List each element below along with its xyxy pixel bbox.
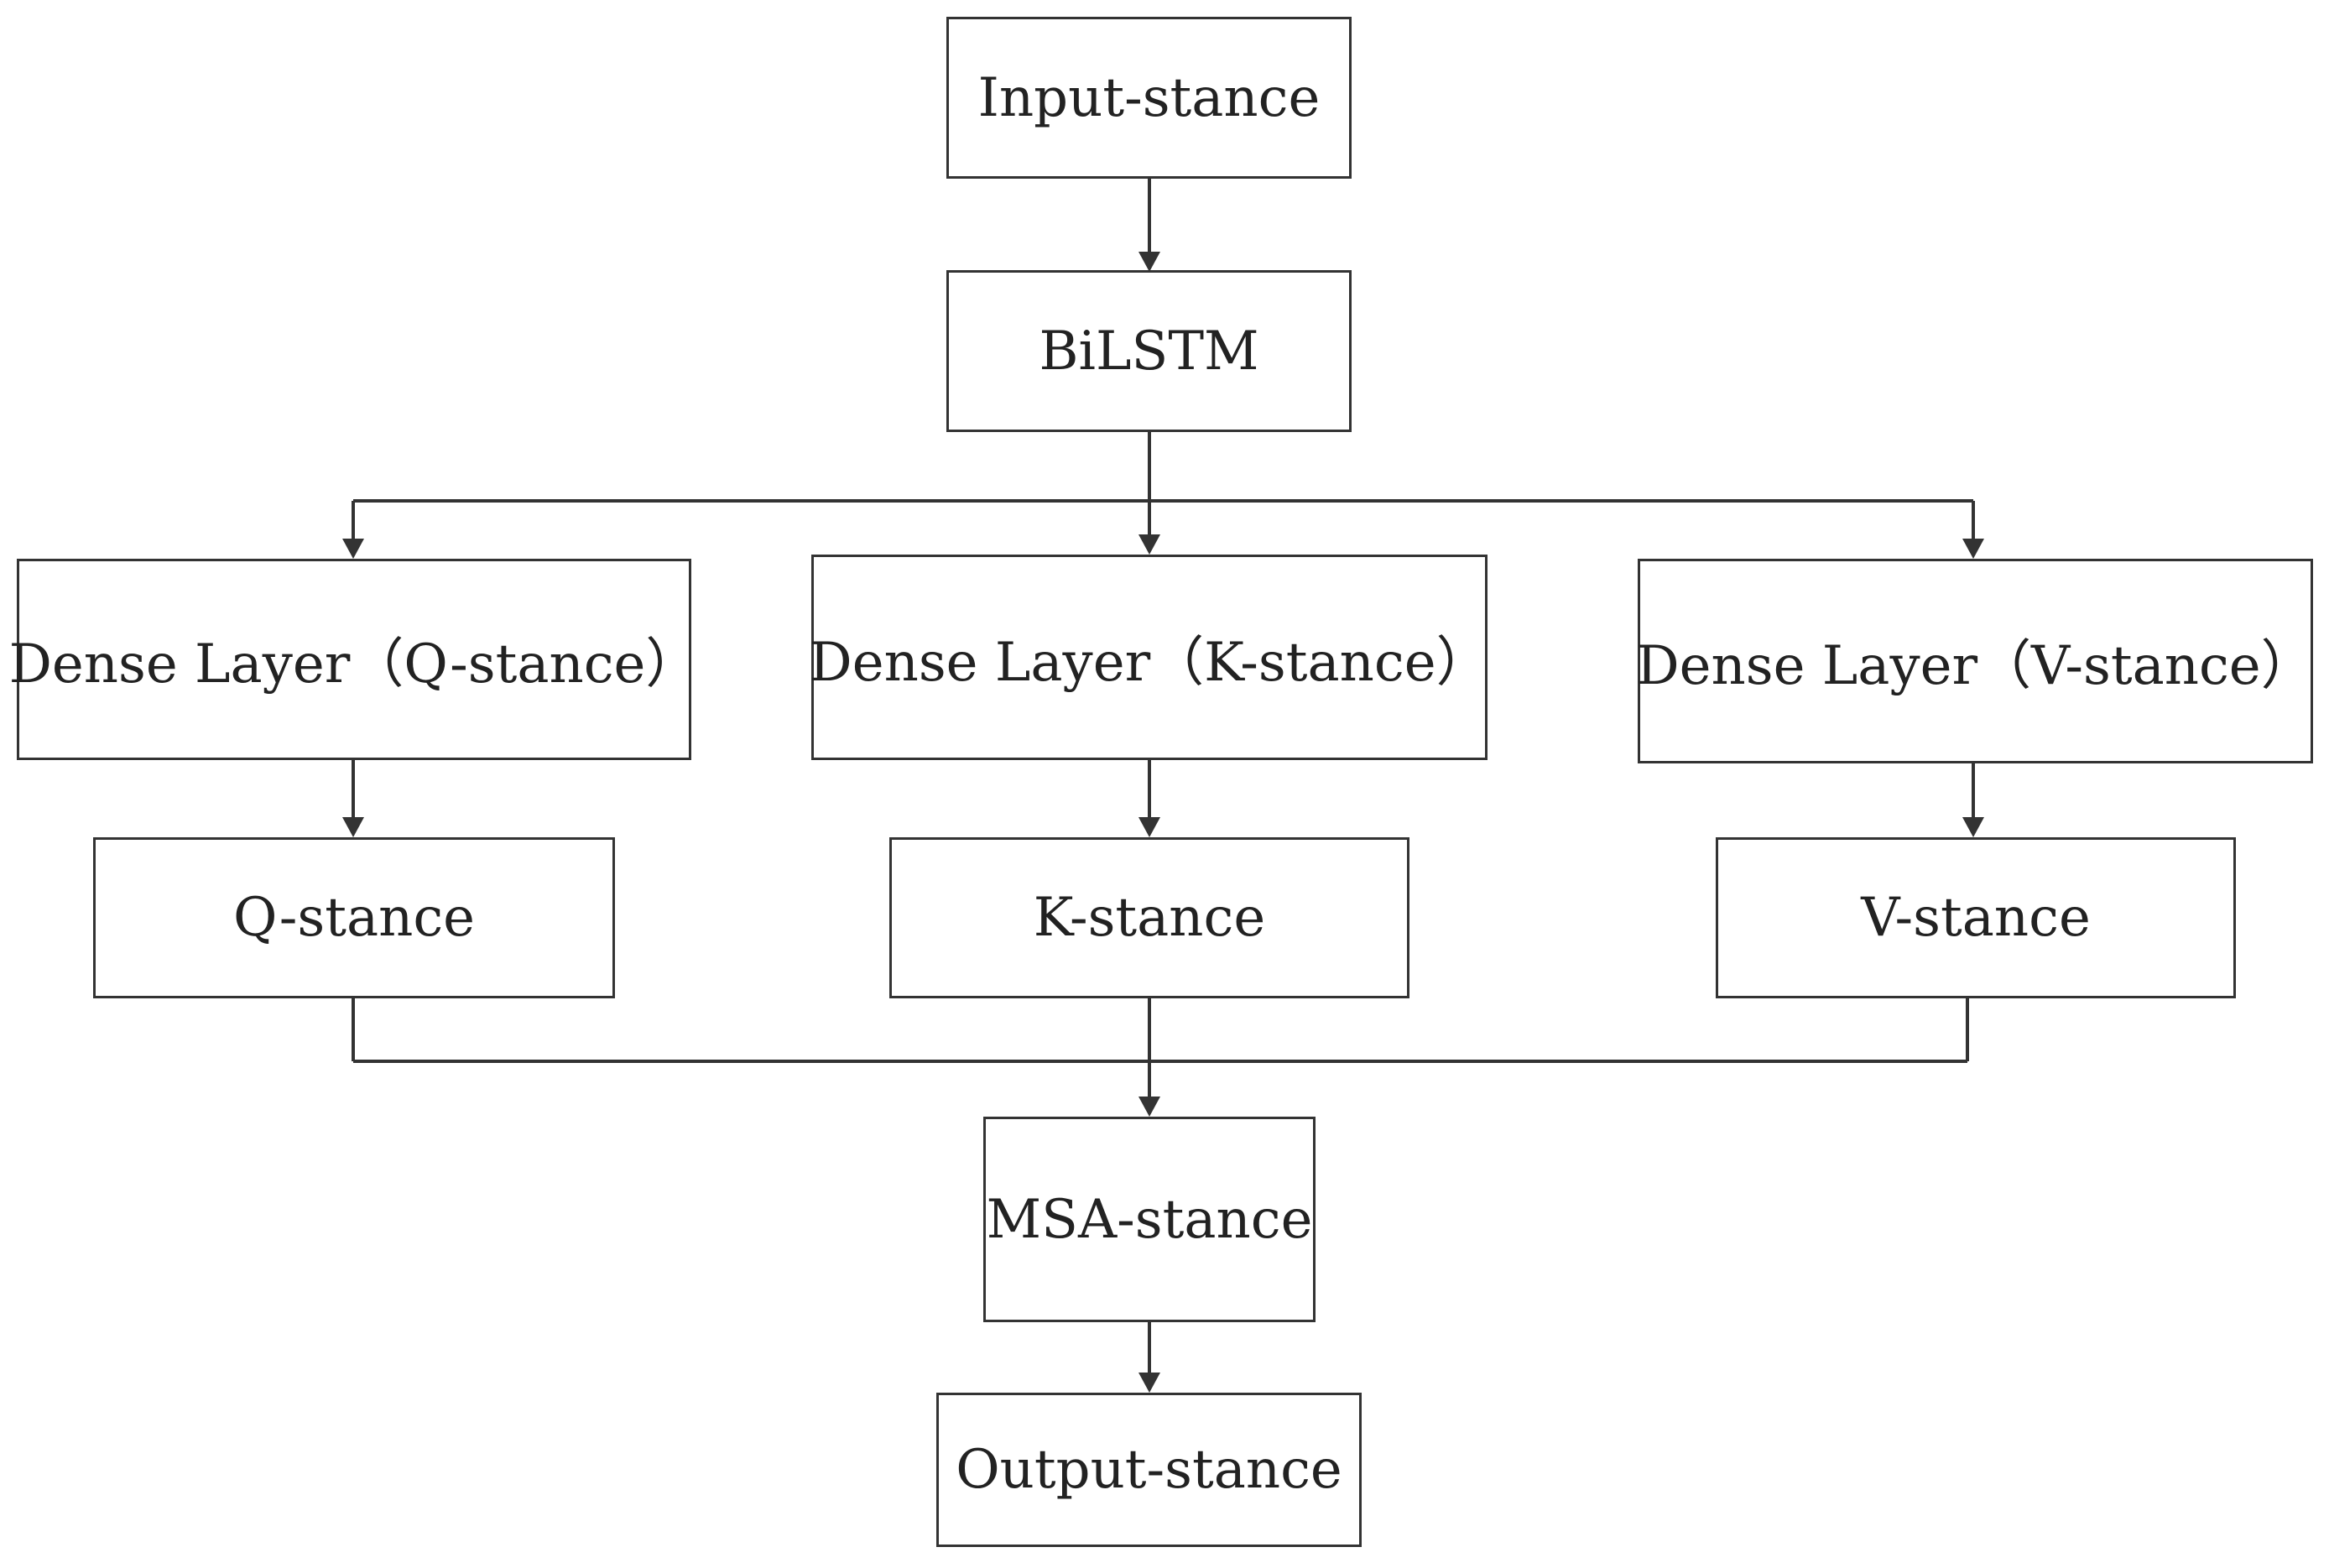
node-label: K-stance [1033, 887, 1266, 949]
node-dense-v: Dense Layer（V-stance） [1636, 559, 2315, 763]
node-dense-q: Dense Layer（Q-stance） [9, 559, 699, 760]
node-label: V-stance [1861, 887, 2091, 949]
node-label: MSA-stance [986, 1188, 1313, 1251]
node-label: Output-stance [956, 1439, 1342, 1501]
node-input-stance: Input-stance [946, 17, 1352, 179]
node-label: Dense Layer（V-stance） [1636, 635, 2315, 697]
node-v-stance: V-stance [1716, 837, 2236, 998]
arrowhead [1962, 817, 1984, 837]
node-dense-k: Dense Layer（K-stance） [809, 555, 1490, 760]
arrowhead [342, 539, 364, 559]
node-label: BiLSTM [1039, 320, 1259, 383]
node-q-stance: Q-stance [93, 837, 615, 998]
node-label: Dense Layer（K-stance） [809, 631, 1490, 694]
node-label: Input-stance [977, 66, 1321, 129]
arrowhead [1962, 539, 1984, 559]
arrowhead [1138, 534, 1160, 555]
node-output-stance: Output-stance [936, 1393, 1362, 1547]
arrowhead [1138, 252, 1160, 272]
arrowhead [1138, 1097, 1160, 1117]
node-label: Q-stance [232, 887, 476, 949]
arrowhead [342, 817, 364, 837]
node-k-stance: K-stance [889, 837, 1409, 998]
node-msa-stance: MSA-stance [983, 1117, 1316, 1322]
node-label: Dense Layer（Q-stance） [8, 633, 700, 695]
arrowhead [1138, 817, 1160, 837]
node-bilstm: BiLSTM [946, 270, 1352, 432]
arrowhead [1138, 1373, 1160, 1393]
